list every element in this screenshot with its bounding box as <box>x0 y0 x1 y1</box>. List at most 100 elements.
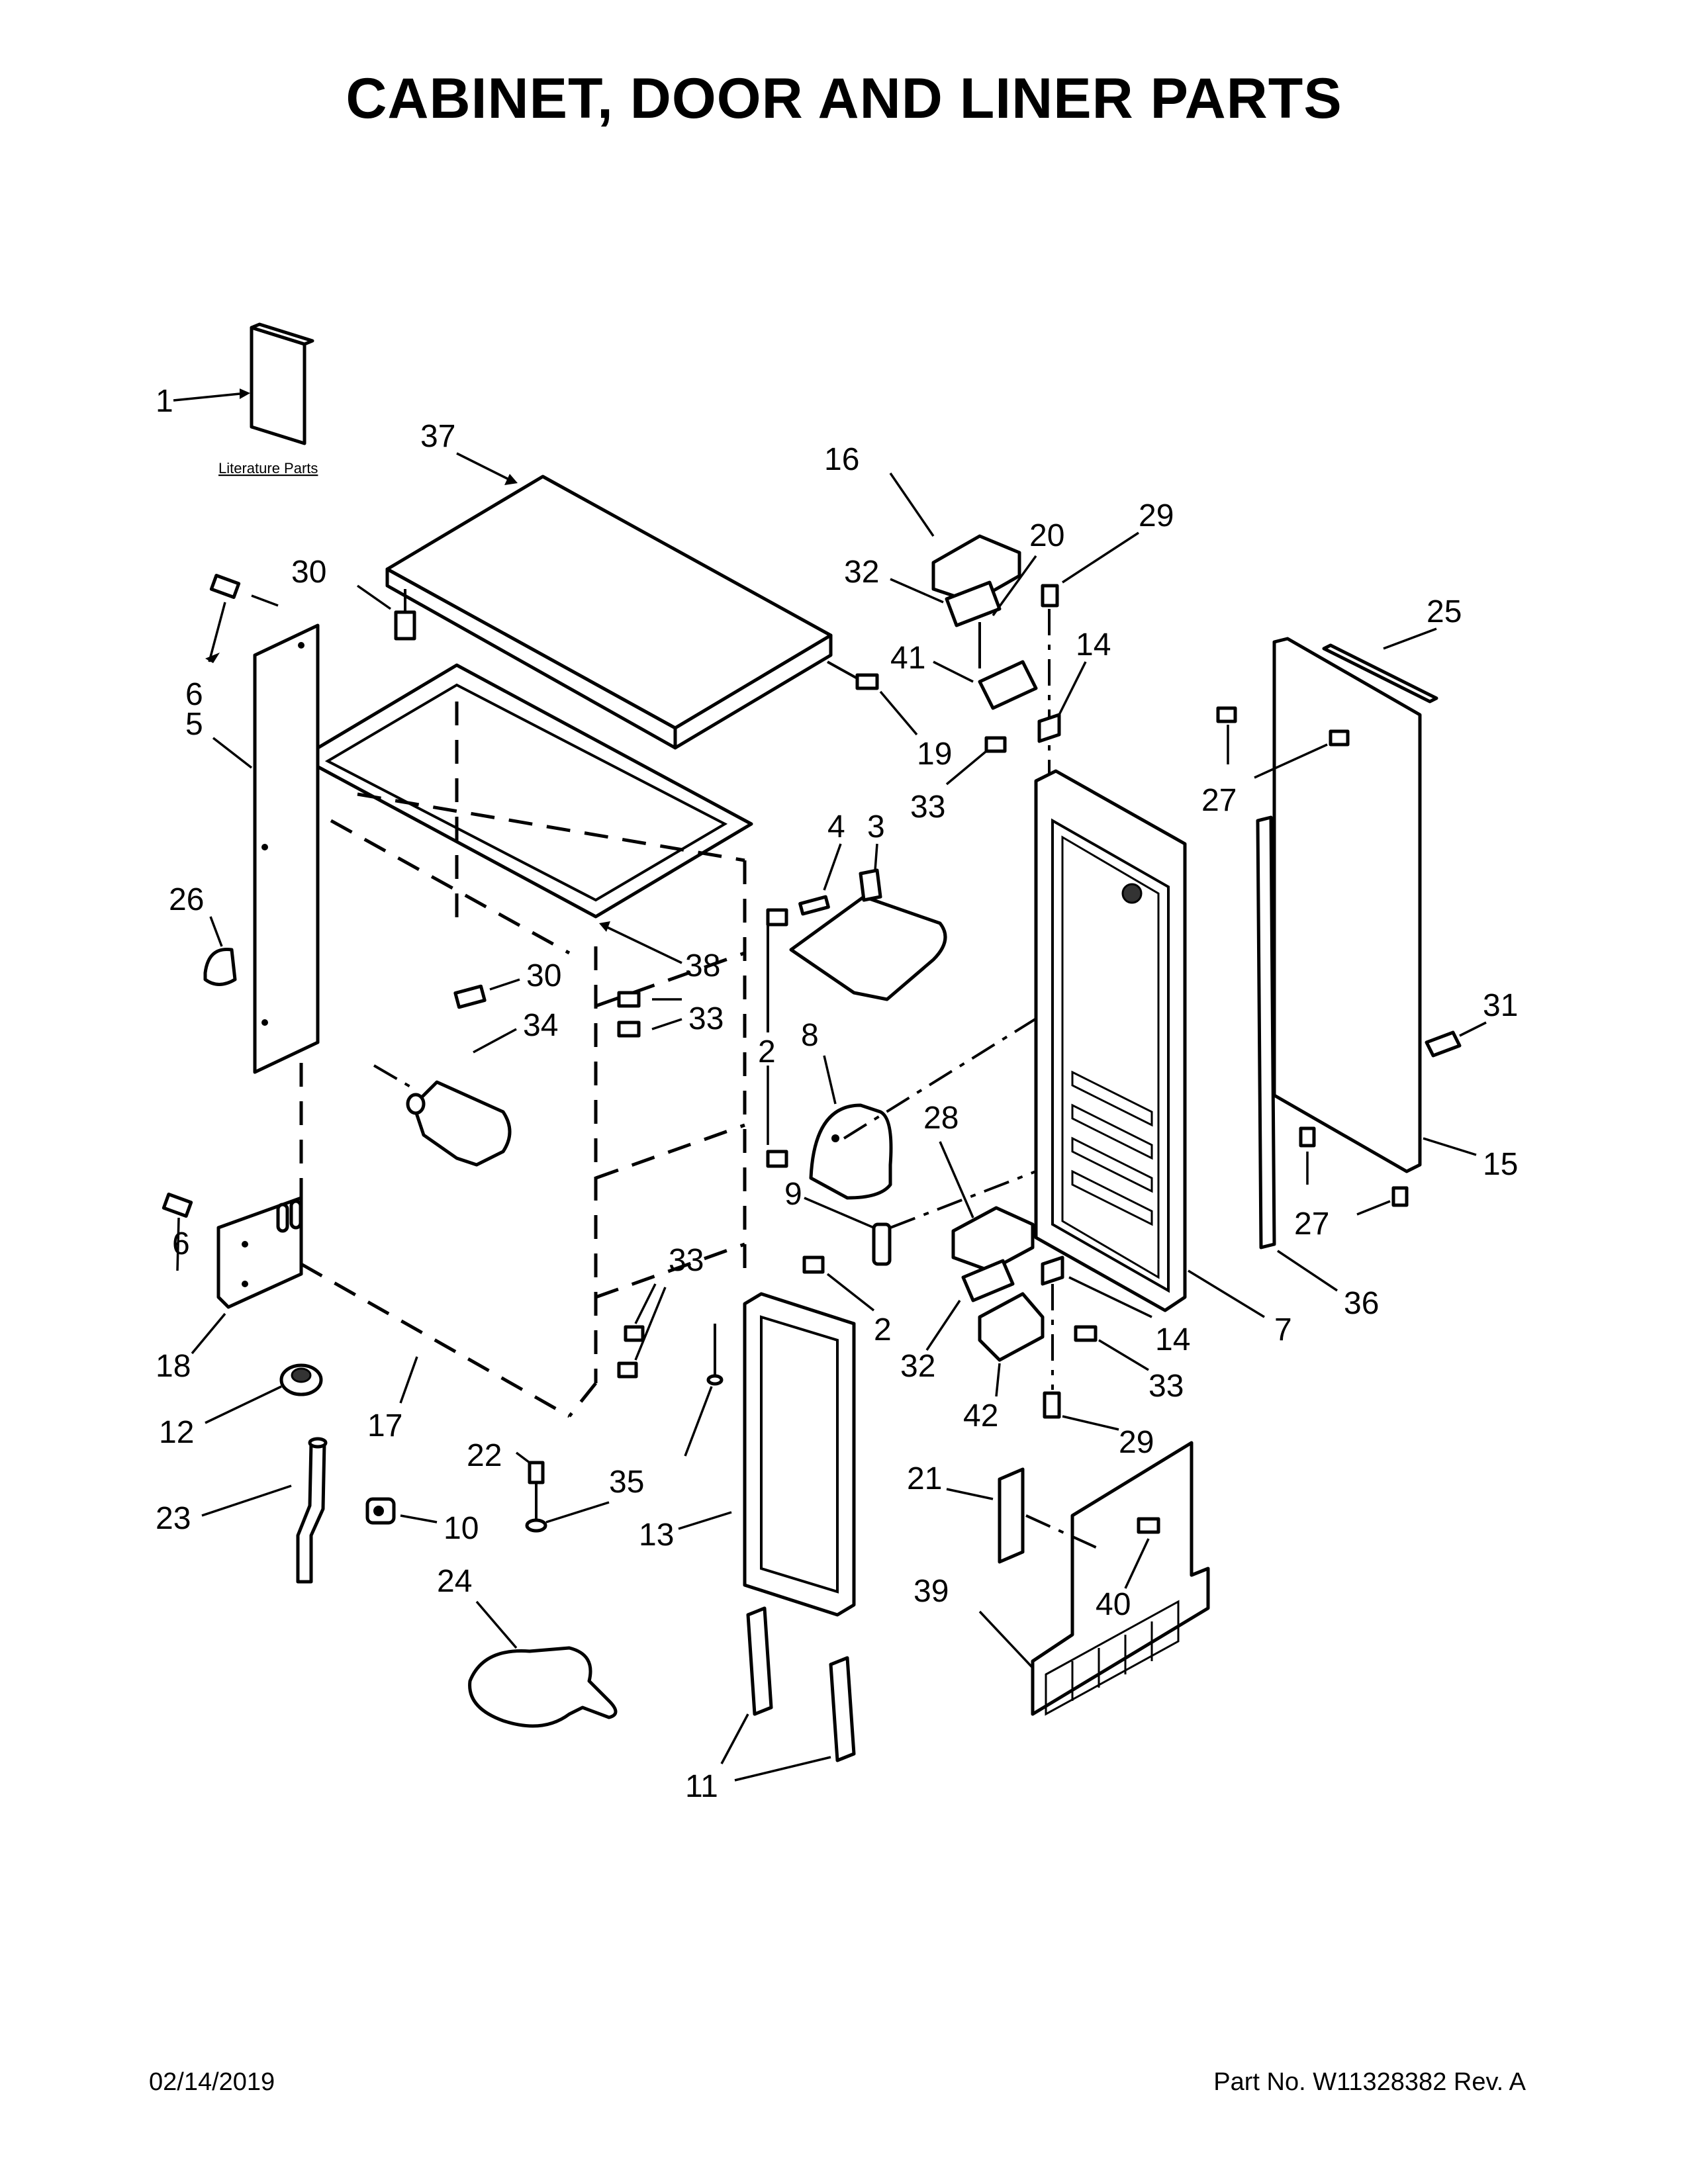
callout-30-mid: 30 <box>526 958 561 993</box>
part-41-hinge <box>933 660 1038 710</box>
part-4-screw <box>798 843 842 916</box>
part-14-stop-bottom <box>1041 1255 1152 1390</box>
callout-17: 17 <box>367 1408 402 1443</box>
callout-18: 18 <box>156 1349 191 1384</box>
callout-27-top: 27 <box>1201 783 1237 818</box>
callout-25: 25 <box>1427 594 1462 629</box>
part-29-screw-top <box>1041 531 1139 774</box>
part-18-bottom-bracket <box>191 1196 303 1355</box>
part-32-shim-bottom <box>925 1259 1015 1351</box>
part-2-screws <box>766 908 875 1312</box>
part-28-hinge-cover <box>939 1141 1035 1273</box>
part-22-screw <box>515 1451 610 1533</box>
part-39-grille <box>978 1441 1210 1716</box>
callout-11: 11 <box>685 1769 718 1804</box>
callout-36: 36 <box>1344 1286 1379 1321</box>
callout-38: 38 <box>685 948 720 983</box>
callout-7: 7 <box>1274 1312 1292 1347</box>
part-8-block <box>809 978 1100 1200</box>
callout-32-top: 32 <box>844 555 879 590</box>
part-27-screws <box>1216 706 1409 1216</box>
callout-10: 10 <box>444 1511 479 1546</box>
part-36-trim <box>1256 815 1338 1292</box>
callout-37: 37 <box>420 419 455 454</box>
part-7-door <box>1034 769 1265 1318</box>
part-14-stop-top <box>1037 661 1087 743</box>
callout-24: 24 <box>437 1564 472 1599</box>
part-3-bracket <box>789 843 947 1001</box>
callout-20: 20 <box>1029 518 1064 553</box>
callout-14-top: 14 <box>1076 627 1111 662</box>
callout-5: 5 <box>185 707 203 742</box>
callout-12: 12 <box>159 1415 194 1450</box>
part-29-screw-bottom <box>1043 1391 1119 1431</box>
callout-33-hinge: 33 <box>910 790 945 825</box>
part-30-screw-top <box>356 584 416 641</box>
literature-parts-label: Literature Parts <box>218 460 318 477</box>
callout-9: 9 <box>784 1177 802 1212</box>
callout-2-bottom: 2 <box>874 1312 892 1347</box>
callout-22: 22 <box>467 1438 502 1473</box>
part-40-screw <box>1124 1517 1160 1589</box>
footer-part-number: Part No. W11328382 Rev. A <box>1213 2068 1526 2096</box>
part-13-gasket-frame <box>678 1292 856 1617</box>
part-21-bracket <box>946 1467 1100 1564</box>
part-17-leader <box>399 1356 418 1404</box>
part-42-hinge <box>978 1292 1045 1397</box>
part-5-side-bracket <box>212 623 320 1074</box>
callout-14-bottom: 14 <box>1155 1322 1190 1357</box>
part-10-grommet <box>365 1497 438 1525</box>
callout-33-lower: 33 <box>669 1243 704 1278</box>
callout-15: 15 <box>1483 1147 1518 1182</box>
part-33-screw-hinge <box>945 736 1007 786</box>
callout-40: 40 <box>1096 1587 1131 1622</box>
part-11-trims <box>720 1606 856 1782</box>
part-16-hinge-cover <box>889 473 1021 604</box>
callout-34: 34 <box>523 1008 558 1043</box>
part-34-duct <box>373 1028 517 1167</box>
part-26-clip <box>203 916 237 986</box>
part-6-screws <box>162 574 279 1271</box>
callout-4: 4 <box>827 809 845 844</box>
part-35-screw <box>684 1324 724 1457</box>
callout-30-top: 30 <box>291 555 326 590</box>
callout-33-bottom: 33 <box>1149 1369 1184 1404</box>
callout-42: 42 <box>963 1398 998 1433</box>
part-15-side-panel <box>1272 637 1477 1173</box>
footer-date: 02/14/2019 <box>149 2068 275 2096</box>
callout-numbers: 1 37 16 20 29 32 30 6 5 41 14 25 19 33 2… <box>156 384 1518 1804</box>
callout-41: 41 <box>890 641 925 676</box>
callout-1: 1 <box>156 384 173 419</box>
part-24-scoop <box>468 1600 618 1728</box>
callout-26: 26 <box>169 882 204 917</box>
callout-3: 3 <box>867 809 885 844</box>
part-12-bushing <box>205 1363 323 1424</box>
callout-29-bottom: 29 <box>1119 1425 1154 1460</box>
callout-23: 23 <box>156 1501 191 1536</box>
callout-28: 28 <box>923 1101 959 1136</box>
callout-6-top: 6 <box>185 677 203 712</box>
part-20-pin <box>978 555 1037 668</box>
part-38-top-frame <box>299 663 753 964</box>
callout-32-bottom: 32 <box>900 1349 935 1384</box>
callout-27-bottom: 27 <box>1294 1206 1329 1242</box>
callout-13: 13 <box>639 1518 674 1553</box>
page-title: CABINET, DOOR AND LINER PARTS <box>346 67 1342 130</box>
part-33-screws-left <box>617 991 682 1379</box>
cabinet-outline <box>299 702 747 1418</box>
callout-8: 8 <box>801 1018 819 1053</box>
part-25-strip <box>1322 627 1438 704</box>
part-1-literature: Literature Parts <box>173 322 318 477</box>
callout-35: 35 <box>609 1465 644 1500</box>
part-19-screw <box>827 660 918 736</box>
callout-19: 19 <box>917 737 952 772</box>
callout-33-left: 33 <box>688 1001 724 1036</box>
part-30-screw-mid <box>453 978 520 1009</box>
callout-16: 16 <box>824 442 859 477</box>
callout-31: 31 <box>1483 988 1518 1023</box>
part-33-screw-bottom <box>1074 1325 1149 1371</box>
callout-39: 39 <box>914 1574 949 1609</box>
callout-6-bottom: 6 <box>172 1226 190 1261</box>
part-31-label <box>1425 1021 1487 1058</box>
